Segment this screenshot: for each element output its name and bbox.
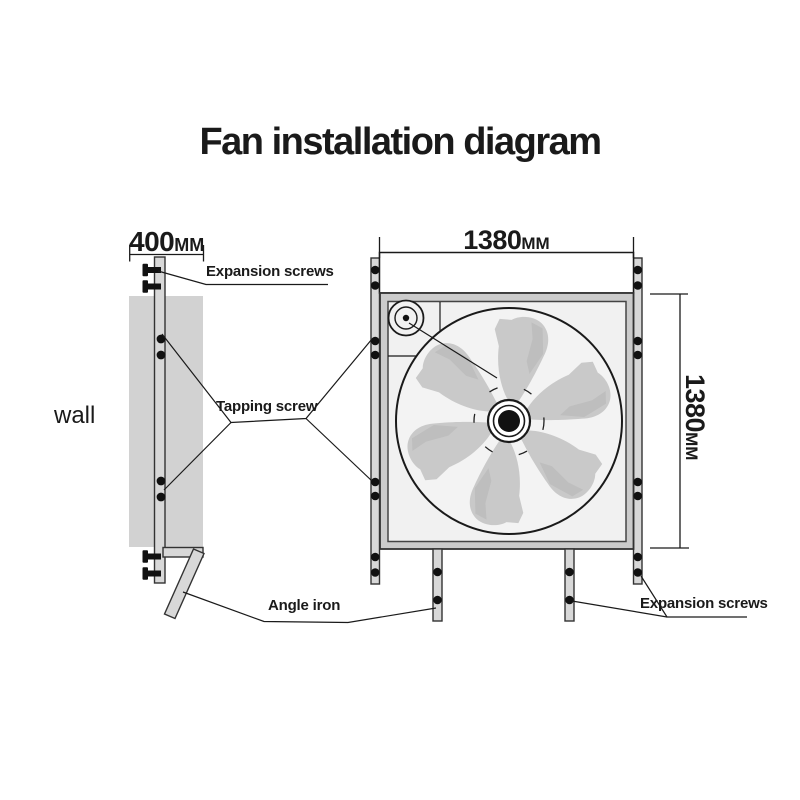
callout-expansion-screws-top: Expansion screws xyxy=(206,263,334,280)
dimension-1380-width-label: 1380MM xyxy=(379,225,634,256)
fan-blade xyxy=(494,316,549,404)
leader-expansion-screws-top xyxy=(157,270,328,286)
dimension-1380-height-label: 1380MM xyxy=(679,374,710,460)
leader-tapping-screw-upper xyxy=(161,333,373,424)
dimension-1380-height-lines xyxy=(650,293,689,549)
tapping-screw-dots-side xyxy=(156,334,166,502)
angle-iron-strut xyxy=(163,548,205,620)
fan-blade xyxy=(415,343,498,412)
expansion-screw-bolts-top xyxy=(142,263,161,293)
side-view xyxy=(129,245,205,620)
mounting-rail-right xyxy=(632,257,643,585)
leader-lines xyxy=(157,270,747,624)
fan-top-housing xyxy=(378,251,635,294)
leader-angle-iron xyxy=(182,591,437,624)
expansion-screw-bolts-bottom xyxy=(142,550,161,580)
dimension-400mm-value: 400 xyxy=(129,226,175,257)
dimension-400mm-label: 400MM xyxy=(129,226,204,258)
wall-section xyxy=(129,296,203,547)
leader-tapping-screw-lower-left xyxy=(163,422,232,491)
wall-label: wall xyxy=(54,402,96,429)
support-leg-right xyxy=(564,548,575,622)
dimension-1380-width-unit: MM xyxy=(521,234,550,253)
mounting-bar xyxy=(153,256,166,584)
dimension-400mm-lines xyxy=(129,245,205,262)
fan-blade xyxy=(469,438,524,526)
page-title: Fan installation diagram xyxy=(199,121,602,163)
fan-blade xyxy=(525,361,611,421)
dimension-1380-width-value: 1380 xyxy=(463,225,522,255)
callout-tapping-screw: Tapping screw xyxy=(216,398,318,415)
tapping-screw-detail xyxy=(387,299,498,379)
mounting-rail-left xyxy=(370,257,381,585)
dimension-1380-height-unit: MM xyxy=(682,432,701,461)
fan-hub xyxy=(486,398,532,444)
fan-blade xyxy=(407,421,493,481)
fan-blade xyxy=(520,430,603,499)
leader-tapping-screw-lower-right xyxy=(305,418,373,482)
angle-iron-top-bar xyxy=(162,546,204,558)
leg-screw-dots xyxy=(433,567,574,605)
fan-blades xyxy=(407,316,611,526)
dimension-400mm-unit: MM xyxy=(174,235,205,255)
leader-expansion-screws-bottom-leg xyxy=(571,600,668,618)
callout-expansion-screws-bottom: Expansion screws xyxy=(640,595,768,612)
callout-angle-iron: Angle iron xyxy=(268,597,341,614)
rail-screw-dots xyxy=(370,265,643,577)
front-view xyxy=(370,237,689,622)
hub-dashed-circle xyxy=(473,385,545,457)
dimension-1380-height-value: 1380 xyxy=(680,374,710,433)
support-leg-left xyxy=(432,548,443,622)
dimension-1380-width-lines xyxy=(378,237,635,258)
